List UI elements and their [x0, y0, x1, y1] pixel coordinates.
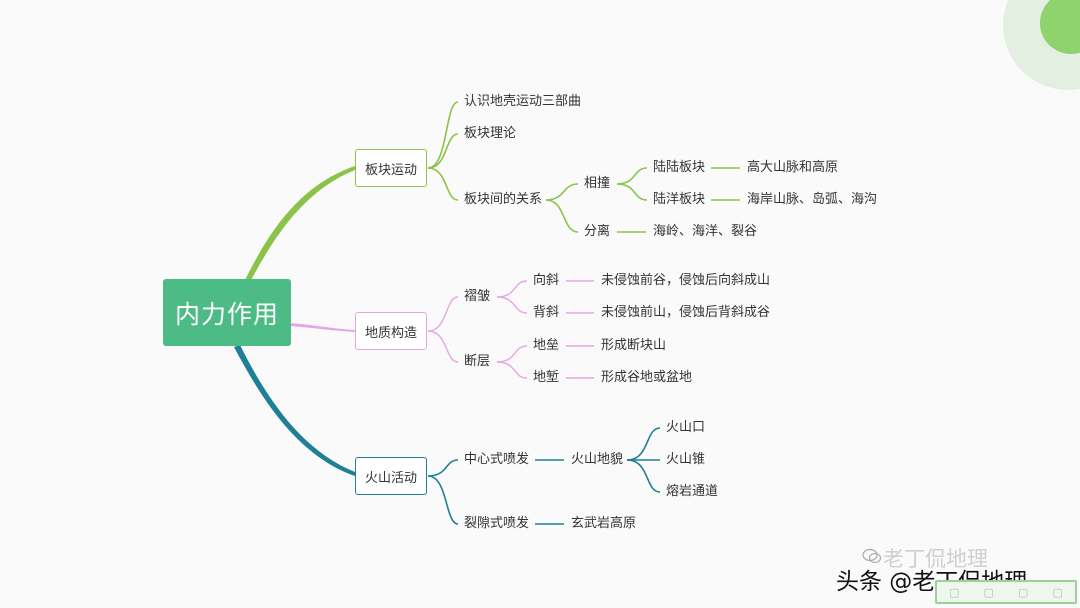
branch-plate-movement[interactable]: 板块运动 — [355, 149, 427, 187]
node-anticline-result[interactable]: 未侵蚀前山，侵蚀后背斜成谷 — [601, 305, 771, 320]
node-plate-relation[interactable]: 板块间的关系 — [464, 192, 543, 207]
node-oceanic-result[interactable]: 海岸山脉、岛弧、海沟 — [747, 192, 878, 207]
node-separate[interactable]: 分离 — [584, 224, 611, 239]
node-separate-result[interactable]: 海岭、海洋、裂谷 — [653, 224, 758, 239]
node-syncline-result[interactable]: 未侵蚀前谷，侵蚀后向斜成山 — [601, 273, 771, 288]
connector-root-volcano — [234, 345, 355, 476]
connector-root-plate — [245, 166, 355, 282]
root-node[interactable]: 内力作用 — [163, 279, 291, 346]
node-collide[interactable]: 相撞 — [584, 176, 611, 191]
branch-geologic-structure[interactable]: 地质构造 — [355, 312, 427, 350]
connector-root-geo — [290, 323, 355, 332]
node-lava-conduit[interactable]: 熔岩通道 — [666, 484, 719, 499]
node-crater[interactable]: 火山口 — [666, 420, 706, 435]
node-fault[interactable]: 断层 — [464, 354, 491, 369]
node-volcanic-landform[interactable]: 火山地貌 — [571, 452, 624, 467]
node-plate-theory[interactable]: 板块理论 — [464, 126, 517, 141]
branch-volcanic-activity[interactable]: 火山活动 — [355, 457, 427, 495]
node-fissure-eruption[interactable]: 裂隙式喷发 — [464, 516, 530, 531]
node-anticline[interactable]: 背斜 — [533, 305, 560, 320]
node-graben-result[interactable]: 形成谷地或盆地 — [601, 370, 693, 385]
wechat-icon — [862, 548, 882, 564]
node-graben[interactable]: 地堑 — [533, 370, 560, 385]
node-continental-result[interactable]: 高大山脉和高原 — [747, 160, 839, 175]
node-cone[interactable]: 火山锥 — [666, 452, 706, 467]
node-fold[interactable]: 褶皱 — [464, 289, 491, 304]
node-three-steps[interactable]: 认识地壳运动三部曲 — [464, 94, 582, 109]
node-syncline[interactable]: 向斜 — [533, 273, 560, 288]
watermark-stamp: ▢▢▢▢ — [935, 580, 1077, 604]
node-basalt-plateau[interactable]: 玄武岩高原 — [571, 516, 637, 531]
node-horst-result[interactable]: 形成断块山 — [601, 338, 667, 353]
node-horst[interactable]: 地垒 — [533, 338, 560, 353]
node-central-eruption[interactable]: 中心式喷发 — [464, 452, 530, 467]
watermark-ghost-text: 老丁侃地理 — [883, 547, 988, 571]
node-continental-plates[interactable]: 陆陆板块 — [653, 160, 706, 175]
node-oceanic-plates[interactable]: 陆洋板块 — [653, 192, 706, 207]
